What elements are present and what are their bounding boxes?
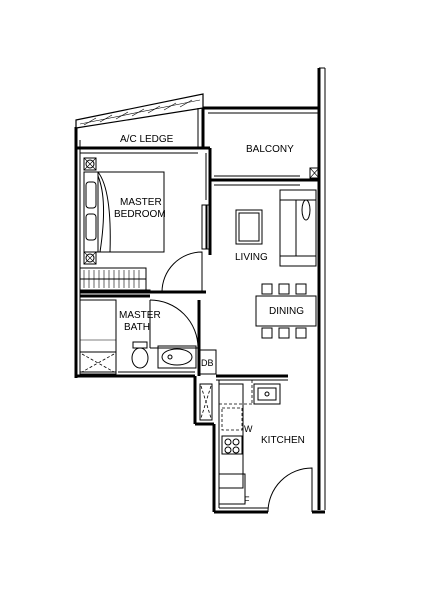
db-shaft — [199, 383, 213, 421]
dining-label: DINING — [269, 306, 304, 317]
washer — [221, 407, 243, 431]
kitchen-sink-icon — [253, 383, 281, 405]
dining-furniture — [255, 283, 317, 339]
sofa — [279, 189, 317, 267]
shower-area — [79, 299, 117, 373]
ac-ledge-label: A/C LEDGE — [120, 134, 174, 145]
entrance-door — [267, 467, 313, 513]
bedroom-door — [161, 251, 203, 293]
doors — [117, 251, 313, 513]
fridge-label: F — [244, 495, 250, 505]
service-box — [309, 167, 320, 179]
living-label: LIVING — [235, 252, 268, 263]
toilet-icon — [131, 341, 149, 369]
interior-walls — [76, 108, 319, 381]
outer-walls — [74, 67, 326, 514]
master-bath-label-2: BATH — [124, 322, 150, 333]
tv-console — [235, 209, 263, 245]
stove-icon — [221, 435, 243, 455]
bath-door — [149, 299, 199, 349]
bedroom-furniture — [79, 157, 165, 291]
living-furniture — [235, 189, 317, 267]
balcony-label: BALCONY — [246, 144, 294, 155]
bath-fixtures — [79, 299, 197, 375]
kitchen-label: KITCHEN — [261, 435, 305, 446]
dining-table — [255, 295, 317, 327]
sink-icon — [157, 345, 197, 369]
kitchen-fixtures — [218, 380, 281, 505]
master-bedroom-label-2: BEDROOM — [114, 209, 166, 220]
fridge — [218, 473, 246, 505]
washer-label: W — [244, 424, 253, 434]
master-bedroom-label-1: MASTER — [120, 197, 162, 208]
lamp-icon — [83, 157, 97, 171]
master-bath-label-1: MASTER — [119, 310, 161, 321]
db-label: DB — [201, 358, 214, 368]
lamp-icon — [83, 251, 97, 265]
ac-ledge-roof — [75, 93, 204, 129]
room-labels: A/C LEDGE BALCONY MASTER BEDROOM LIVING … — [114, 134, 305, 505]
